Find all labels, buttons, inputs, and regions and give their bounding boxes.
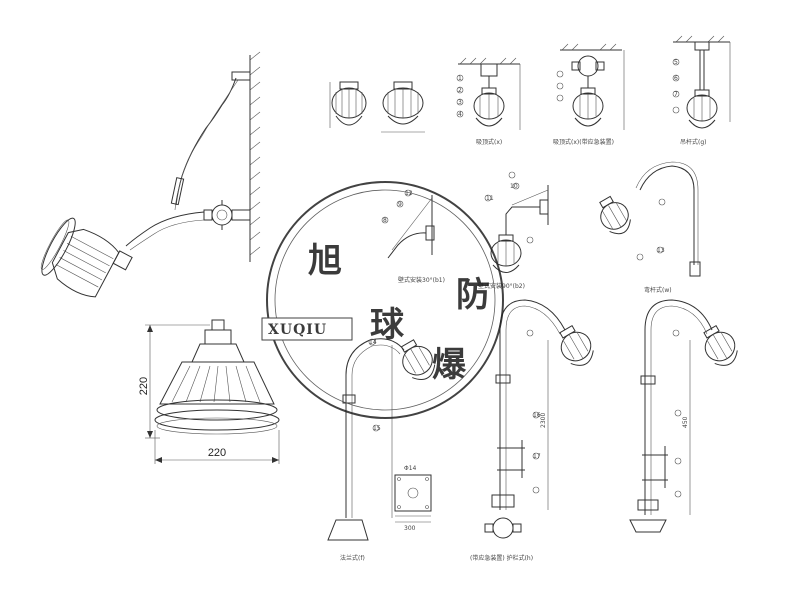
watermark-ring — [266, 181, 504, 419]
flange-plate-detail: Φ14 300 — [394, 465, 432, 532]
flange-dim-d2: 300 — [404, 525, 416, 532]
part-number: 16 — [533, 412, 541, 419]
lamp-dimension-drawing: 220 220 — [138, 319, 280, 464]
caption-ceiling-emergency: 吸顶式(x)(带应急装置) — [553, 138, 614, 146]
watermark-char-2: 球 — [370, 305, 405, 345]
part-number: 7 — [674, 91, 678, 98]
part-number: 11 — [486, 195, 494, 202]
caption-guardrail: (带应急装置) 护栏式(h) — [470, 554, 533, 562]
part-number: 3 — [458, 99, 462, 106]
watermark-char-1: 旭 — [308, 241, 342, 281]
watermark-char-4: 爆 — [432, 345, 467, 385]
right-pole-dim-height: 450 — [682, 416, 689, 428]
caption-ceiling: 吸顶式(x) — [476, 138, 502, 146]
guardrail-dim-height: 2300 — [540, 413, 547, 428]
bent-pole-w: 弯杆式(w) — [599, 161, 701, 294]
brand-watermark: XUQIU 旭 球 防 爆 — [261, 181, 504, 419]
width-dimension-label: 220 — [208, 447, 226, 459]
wall-mount-illustration — [40, 51, 261, 298]
part-number: 2 — [458, 87, 462, 94]
flange-dim-d1: Φ14 — [404, 465, 417, 472]
part-number: 8 — [383, 217, 387, 224]
guardrail-pole-h: 2300 (带应急装置) 护栏式(h) — [470, 299, 594, 562]
part-number: 14 — [369, 339, 377, 346]
part-number: 1 — [458, 75, 462, 82]
part-number-labels: 1 2 3 4 5 6 7 8 9 10 11 12 13 14 15 16 1… — [369, 59, 678, 460]
part-number: 12 — [405, 190, 413, 197]
wall-mount-b1: 壁式安装30°(b1) — [381, 189, 445, 284]
caption-wall30: 壁式安装30°(b1) — [398, 276, 445, 284]
caption-pendant: 吊杆式(g) — [680, 138, 707, 146]
part-number: 13 — [657, 247, 665, 254]
height-dimension-label: 220 — [138, 377, 150, 395]
part-number: 17 — [533, 453, 541, 460]
part-number: 5 — [674, 59, 678, 66]
part-number: 15 — [373, 425, 381, 432]
small-lamps-row: 吸顶式(x) 吸顶式(x)(带应急装置) — [329, 35, 731, 146]
caption-flange: 法兰式(f) — [340, 554, 365, 562]
flange-pole-f: 法兰式(f) — [327, 338, 436, 562]
part-number: 10 — [510, 183, 518, 190]
part-number: 4 — [458, 111, 462, 118]
watermark-char-3: 防 — [456, 275, 490, 315]
part-number: 6 — [674, 75, 678, 82]
caption-bent-pole: 弯杆式(w) — [644, 286, 672, 294]
watermark-latin: XUQIU — [268, 322, 327, 338]
right-pole: 450 — [629, 299, 738, 533]
part-number: 9 — [398, 201, 402, 208]
